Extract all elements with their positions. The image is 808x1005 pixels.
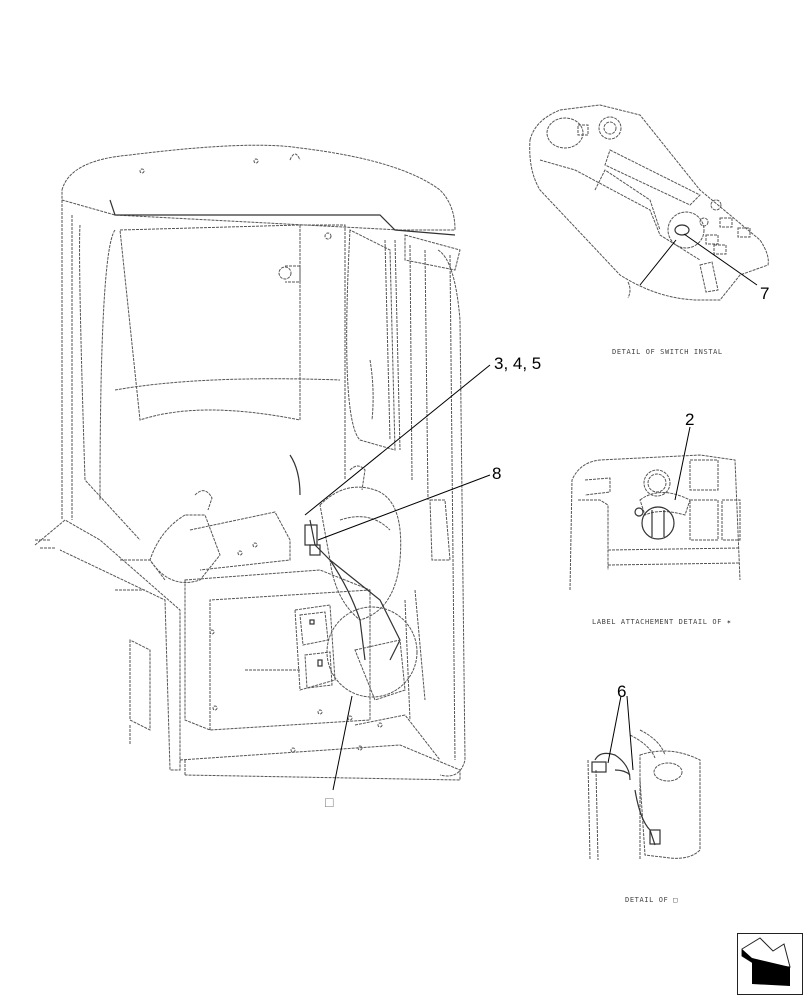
callout-2: 2 bbox=[685, 410, 695, 429]
next-page-arrow-icon bbox=[741, 937, 791, 986]
next-page-button[interactable] bbox=[737, 933, 803, 995]
cab-illustration bbox=[34, 144, 466, 781]
callout-3-4-5: 3, 4, 5 bbox=[494, 354, 542, 373]
leader-3-4-5 bbox=[304, 364, 491, 516]
callout-7: 7 bbox=[760, 284, 770, 303]
leader-6b bbox=[626, 695, 634, 771]
leader-q bbox=[332, 695, 353, 791]
label-detail-drawing bbox=[569, 454, 741, 591]
callout-8: 8 bbox=[492, 464, 502, 483]
leader-2 bbox=[674, 426, 691, 501]
caption-label-detail: LABEL ATTACHEMENT DETAIL OF ✶ bbox=[592, 618, 732, 626]
switch-detail-drawing bbox=[529, 104, 769, 301]
callout-6: 6 bbox=[617, 682, 627, 701]
caption-q-detail: DETAIL OF □ bbox=[625, 896, 678, 904]
callout-q: □ bbox=[325, 794, 334, 810]
leader-7 bbox=[683, 233, 758, 286]
q-detail-drawing bbox=[587, 729, 701, 861]
leader-8 bbox=[317, 474, 491, 541]
leader-6a bbox=[607, 695, 622, 764]
caption-switch-detail: DETAIL OF SWITCH INSTAL bbox=[612, 348, 723, 356]
